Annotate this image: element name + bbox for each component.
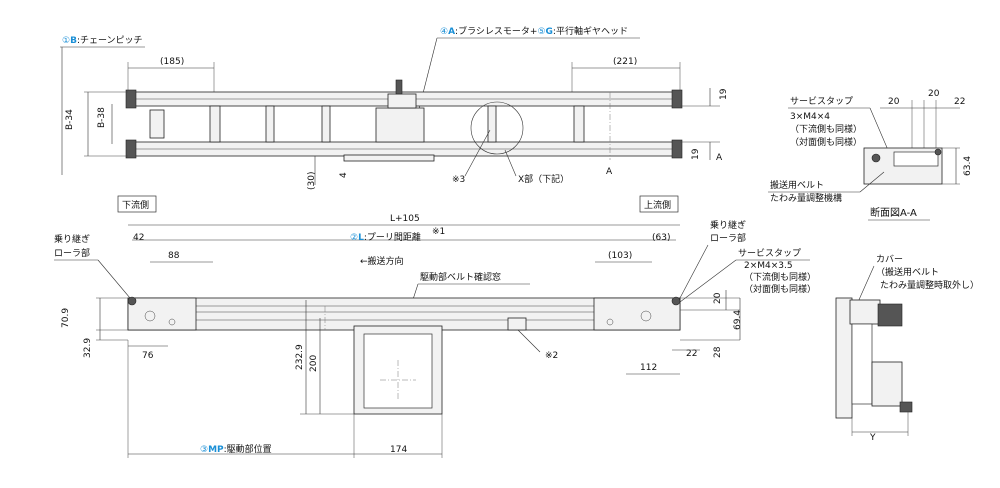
- section-title: 断面図A-A: [870, 206, 917, 219]
- dim-19-bottom: 19: [691, 148, 701, 160]
- section-service-tap: サービスタップ: [790, 96, 853, 107]
- dim-63-4: 63.4: [963, 156, 973, 176]
- dim-22: 22: [954, 97, 965, 107]
- top-view: ①B:チェーンピッチ ④A:ブラシレスモータ+⑤G:平行軸ギヤヘッド (185)…: [60, 25, 729, 190]
- dim-4: 4: [339, 172, 349, 178]
- section-tap-spec: 3×M4×4: [790, 112, 830, 122]
- joint-right-2: ローラ部: [710, 232, 746, 244]
- left-upper-roller: [125, 89, 137, 109]
- section-downstream-same: （下流側も同様）: [790, 123, 862, 135]
- dim-174: 174: [390, 445, 407, 455]
- dim-b34: B-34: [65, 109, 75, 130]
- downstream-label: 下流側: [122, 199, 149, 211]
- note-2: ※2: [545, 351, 558, 361]
- belt-adjust-line1: 搬送用ベルト: [770, 179, 824, 191]
- dim-185: (185): [160, 57, 184, 67]
- front-downstream-same: （下流側も同様）: [744, 271, 816, 283]
- motor-gearhead-label: ④A:ブラシレスモータ+⑤G:平行軸ギヤヘッド: [440, 25, 628, 37]
- upstream-box: [639, 195, 679, 213]
- conveying-direction: ←搬送方向: [360, 255, 404, 267]
- right-upper-roller: [671, 89, 683, 109]
- dim-20: 20: [713, 292, 723, 304]
- dim-63: (63): [652, 233, 670, 243]
- cover-label: カバー: [876, 254, 903, 265]
- front-opposite-same: （対面側も同様）: [744, 283, 816, 295]
- joint-left-1: 乗り継ぎ: [54, 233, 90, 245]
- front-service-tap: サービスタップ: [738, 248, 801, 259]
- dim-69-4: 69.4: [733, 310, 743, 330]
- pulley-note: ※1: [432, 227, 445, 237]
- dim-200: 200: [309, 355, 319, 372]
- confirm-window-label: 駆動部ベルト確認窓: [420, 271, 501, 283]
- side-motor: [871, 361, 903, 407]
- dim-232-9: 232.9: [295, 344, 305, 370]
- left-joint-roller: [127, 296, 137, 306]
- downstream-box: [117, 195, 157, 213]
- motor-connector: [395, 79, 403, 95]
- x-part-label: X部（下記）: [518, 173, 569, 185]
- front-view: 下流側 上流側 L+105 ②L:プーリ間距離 ※1 42 (63) 88 (1…: [54, 195, 816, 458]
- dim-22-front: 22: [686, 349, 697, 359]
- dim-70-9: 70.9: [61, 308, 71, 328]
- dim-112: 112: [640, 363, 657, 373]
- section-opposite-same: （対面側も同様）: [790, 136, 862, 148]
- right-joint-roller: [671, 296, 681, 306]
- chain-pitch-label: ①B:チェーンピッチ: [62, 35, 143, 46]
- section-mark-a2: A: [606, 167, 613, 177]
- dim-88: 88: [168, 251, 180, 261]
- cover-note-2: たわみ量調整時取外し）: [880, 279, 979, 291]
- front-tap-spec: 2×M4×3.5: [744, 261, 793, 271]
- section-a-a: サービスタップ 3×M4×4 （下流側も同様） （対面側も同様） 20 20 2…: [768, 89, 973, 221]
- joint-left-2: ローラ部: [54, 247, 90, 259]
- dim-19-top: 19: [719, 88, 729, 100]
- note-3: ※3: [452, 175, 465, 185]
- dim-y: Y: [869, 433, 876, 443]
- section-mark-a: A: [716, 153, 723, 163]
- dim-32-9: 32.9: [83, 338, 93, 358]
- dim-28: 28: [713, 346, 723, 358]
- dim-20b: 20: [928, 89, 940, 99]
- dim-76: 76: [142, 351, 154, 361]
- right-lower-roller: [671, 139, 683, 159]
- dim-103: (103): [608, 251, 632, 261]
- drive-position-label: ③MP:駆動部位置: [200, 443, 272, 455]
- side-roller: [877, 303, 903, 327]
- motor-body: [375, 107, 425, 143]
- left-lower-roller: [125, 139, 137, 159]
- dim-30: (30): [307, 172, 317, 190]
- dim-42: 42: [133, 233, 144, 243]
- pulley-distance-label: ②L:プーリ間距離: [350, 231, 421, 243]
- dim-b38: B-38: [97, 107, 107, 128]
- side-view: カバー （搬送用ベルト たわみ量調整時取外し） Y: [835, 254, 979, 443]
- dim-221: (221): [613, 57, 637, 67]
- upstream-label: 上流側: [644, 199, 671, 211]
- joint-right-1: 乗り継ぎ: [710, 219, 746, 231]
- belt-adjust-line2: たわみ量調整機構: [770, 192, 842, 204]
- cover-note-1: （搬送用ベルト: [876, 266, 939, 278]
- detail-x-circle: [470, 101, 524, 155]
- dim-l105: L+105: [390, 214, 420, 224]
- dim-20a: 20: [888, 97, 900, 107]
- side-frame: [835, 297, 853, 419]
